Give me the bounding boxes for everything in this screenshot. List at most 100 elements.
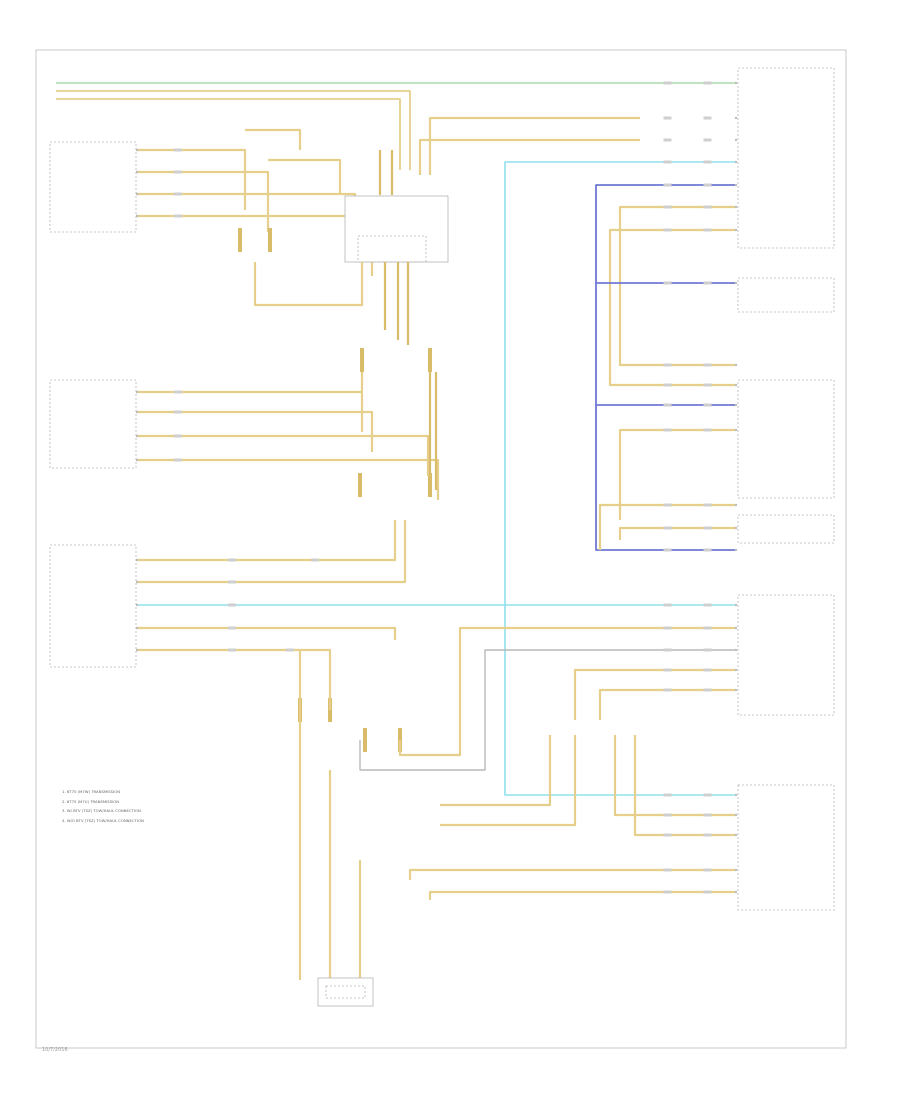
wire-label-mark	[703, 81, 712, 85]
terminal-pin	[135, 192, 139, 196]
wire-label-mark	[174, 410, 182, 414]
terminal-pin	[734, 668, 738, 672]
wire	[633, 735, 735, 837]
terminal-pin	[135, 214, 139, 218]
wire-label-mark	[174, 214, 182, 218]
diagram-notes: 1. 6T70 (M7W) TRANSMISSION 2. 6T75 (M7U)…	[62, 787, 144, 825]
wire	[618, 526, 735, 540]
wire-label-mark	[663, 793, 672, 797]
splice-pack	[238, 228, 242, 252]
terminal-pin	[734, 890, 738, 894]
wire-label-mark	[703, 548, 712, 552]
terminal-pin	[734, 503, 738, 507]
wire-label-mark	[703, 648, 712, 652]
terminal-pin	[734, 383, 738, 387]
splice-pack	[428, 348, 432, 372]
wire-label-mark	[663, 81, 672, 85]
wire-label-mark	[703, 116, 712, 120]
wire	[56, 98, 401, 170]
wire	[595, 184, 735, 551]
terminal-pin	[135, 410, 139, 414]
wire-label-mark	[663, 228, 672, 232]
terminal-pin	[135, 170, 139, 174]
terminal-pin	[734, 205, 738, 209]
wire	[136, 520, 397, 562]
wire	[418, 138, 640, 175]
wire	[428, 890, 735, 900]
wire-label-mark	[663, 503, 672, 507]
wire-label-mark	[703, 160, 712, 164]
terminal-pin	[734, 813, 738, 817]
wire-label-mark	[703, 403, 712, 407]
diagram-note: 1. 6T70 (M7W) TRANSMISSION	[62, 789, 121, 794]
wire-label-mark	[663, 688, 672, 692]
wire-label-mark	[663, 183, 672, 187]
splice-pack	[360, 348, 364, 372]
wire-label-mark	[663, 281, 672, 285]
wire-label-mark	[663, 138, 672, 142]
terminal-pin	[734, 868, 738, 872]
wire	[56, 90, 411, 170]
connector-outline	[737, 277, 835, 313]
terminal-pin	[734, 116, 738, 120]
wire-label-mark	[228, 626, 236, 630]
terminal-pin	[734, 548, 738, 552]
wire	[573, 668, 735, 720]
wire	[428, 116, 640, 175]
module-inner-outline	[357, 235, 427, 263]
connector-outline	[737, 784, 835, 911]
wire	[359, 649, 735, 771]
wire-label-mark	[703, 363, 712, 367]
wire-label-mark	[663, 403, 672, 407]
terminal-pin	[734, 793, 738, 797]
diagram-note: 3. W/ BTV (TSZ) TOW/HAUL CONNECTION	[62, 808, 141, 813]
control-module-box	[344, 195, 449, 263]
wire-label-mark	[228, 648, 236, 652]
wire-label-mark	[663, 648, 672, 652]
wire	[618, 205, 735, 367]
wire-label-mark	[174, 390, 182, 394]
terminal-pin	[135, 558, 139, 562]
wire-label-mark	[663, 116, 672, 120]
terminal-pin	[135, 648, 139, 652]
wire-label-mark	[174, 434, 182, 438]
terminal-pin	[734, 603, 738, 607]
terminal-pin	[734, 363, 738, 367]
bottom-connector-box	[317, 977, 374, 1007]
wire-label-mark	[663, 890, 672, 894]
wire-label-mark	[703, 205, 712, 209]
wire-label-mark	[663, 383, 672, 387]
wire-label-mark	[663, 363, 672, 367]
wire-label-mark	[228, 580, 236, 584]
wire	[618, 428, 735, 520]
wire-label-mark	[174, 170, 182, 174]
wire	[245, 128, 302, 150]
terminal-pin	[734, 228, 738, 232]
wire	[598, 503, 735, 550]
bottom-connector-inner	[325, 985, 366, 999]
terminal-pin	[734, 183, 738, 187]
terminal-pin	[734, 160, 738, 164]
wire	[598, 688, 735, 720]
wire-label-mark	[174, 148, 182, 152]
wire-label-mark	[703, 503, 712, 507]
wire-label-mark	[228, 558, 236, 562]
wire-label-mark	[174, 458, 182, 462]
connector-outline	[49, 379, 137, 469]
wire-label-mark	[703, 813, 712, 817]
wire-label-mark	[174, 192, 182, 196]
terminal-pin	[734, 81, 738, 85]
terminal-pin	[734, 281, 738, 285]
wire	[136, 148, 247, 210]
terminal-pin	[734, 648, 738, 652]
terminal-pin	[135, 390, 139, 394]
wire-label-mark	[663, 668, 672, 672]
wire	[136, 648, 332, 710]
wire-label-mark	[703, 668, 712, 672]
splice-pack	[268, 228, 272, 252]
terminal-pin	[734, 688, 738, 692]
wire-label-mark	[703, 383, 712, 387]
connector-outline	[737, 379, 835, 499]
